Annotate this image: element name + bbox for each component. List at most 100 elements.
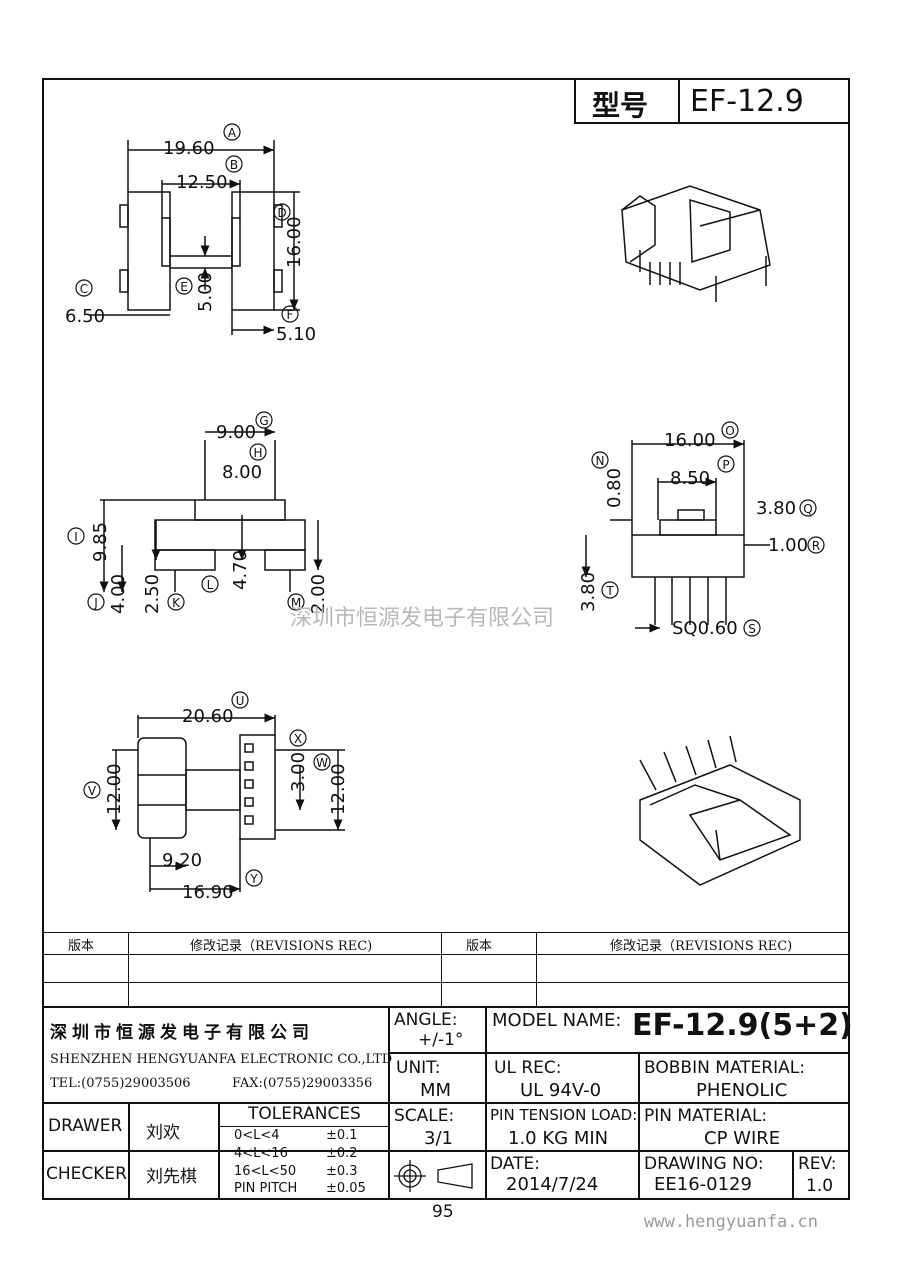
marker-K: K (167, 593, 185, 611)
drawing-frame (42, 78, 850, 1200)
tb-left-v1 (128, 1102, 130, 1200)
svg-text:D: D (277, 206, 286, 220)
rev-label: REV: (798, 1154, 837, 1174)
dim-J: 4.00 (108, 574, 129, 614)
rev-value: 1.0 (806, 1176, 834, 1196)
dim-Q: 3.80 (756, 498, 796, 519)
scale-value: 3/1 (424, 1128, 453, 1149)
checker-value: 刘先棋 (146, 1167, 197, 1187)
watermark: 深圳市恒源发电子有限公司 (290, 606, 555, 631)
svg-text:F: F (287, 308, 294, 322)
ul-label: UL REC: (494, 1058, 562, 1078)
dim-P: 8.50 (670, 468, 710, 489)
drawing-no-value: EE16-0129 (654, 1174, 752, 1195)
angle-label: ANGLE: (394, 1010, 458, 1030)
marker-L: L (201, 575, 219, 593)
svg-text:S: S (748, 622, 756, 636)
svg-text:C: C (80, 282, 88, 296)
svg-text:Y: Y (249, 872, 258, 886)
pin-tension-value: 1.0 KG MIN (508, 1128, 609, 1149)
svg-text:K: K (172, 596, 181, 610)
rev-row-line-1 (42, 954, 850, 955)
dim-K: 2.50 (142, 574, 163, 614)
tolerance-value-3: ±0.3 (326, 1164, 358, 1179)
marker-P: P (717, 455, 735, 473)
marker-Q: Q (799, 499, 817, 517)
svg-text:B: B (230, 158, 238, 172)
marker-N: N (591, 451, 609, 469)
revision-version-header-1: 版本 (68, 939, 95, 954)
tb-h1 (388, 1052, 850, 1054)
dim-Z: 9.20 (162, 850, 202, 871)
bobbin-material-label: BOBBIN MATERIAL: (644, 1058, 805, 1078)
top-view (90, 140, 300, 335)
date-label: DATE: (490, 1154, 540, 1174)
tolerances-title: TOLERANCES (248, 1104, 361, 1124)
technical-drawings: 19.60 12.50 6.50 16.00 5.00 5.10 9.00 8.… (65, 123, 825, 903)
pin-tension-label: PIN TENSION LOAD: (490, 1106, 638, 1124)
svg-text:V: V (88, 784, 97, 798)
revision-record-header-2: 修改记录（REVISIONS REC) (610, 939, 793, 954)
marker-E: E (175, 277, 193, 295)
dim-C: 6.50 (65, 306, 105, 327)
revision-version-header-2: 版本 (466, 939, 493, 954)
dim-G: 9.00 (216, 422, 256, 443)
marker-Y: Y (245, 869, 263, 887)
marker-W: W (313, 753, 331, 771)
model-name-label: MODEL NAME: (492, 1010, 622, 1031)
revisions-table (42, 932, 850, 1006)
rev-col-line-3 (536, 932, 537, 1006)
tolerance-range-3: 16<L<50 (234, 1164, 297, 1179)
company-tel: TEL:(0755)29003506 (50, 1076, 191, 1091)
tb-h3 (42, 1150, 850, 1152)
tb-left-v2 (218, 1102, 220, 1200)
svg-text:I: I (74, 530, 78, 544)
tb-h2 (42, 1102, 850, 1104)
rev-row-line-2 (42, 982, 850, 983)
marker-B: B (225, 155, 243, 173)
tb-tol-line (220, 1126, 388, 1127)
svg-text:E: E (180, 280, 188, 294)
dim-A: 19.60 (163, 138, 215, 159)
marker-C: C (75, 279, 93, 297)
checker-label: CHECKER (46, 1164, 127, 1184)
model-name-value: EF-12.9(5+2) (632, 1008, 853, 1043)
front-view (581, 439, 770, 633)
dim-M: 2.00 (308, 574, 329, 614)
svg-text:G: G (259, 414, 268, 428)
tolerance-range-2: 4<L<16 (234, 1146, 288, 1161)
isometric-view-bottom (639, 735, 801, 886)
svg-text:P: P (722, 458, 729, 472)
dim-E: 5.00 (195, 272, 216, 312)
website-link[interactable]: www.hengyuanfa.cn (644, 1212, 818, 1232)
svg-text:H: H (253, 446, 262, 460)
model-header-value: EF-12.9 (690, 84, 804, 119)
svg-text:X: X (294, 732, 302, 746)
dim-V: 12.00 (104, 763, 125, 815)
svg-text:Q: Q (803, 502, 812, 516)
svg-text:J: J (93, 596, 98, 610)
marker-T: T (601, 581, 619, 599)
rev-col-line-1 (128, 932, 129, 1006)
marker-D: D (273, 203, 291, 221)
model-header-box (574, 78, 850, 124)
marker-R: R (807, 536, 825, 554)
tolerance-value-1: ±0.1 (326, 1128, 358, 1143)
scale-label: SCALE: (394, 1106, 455, 1126)
svg-text:O: O (725, 424, 734, 438)
svg-text:T: T (605, 584, 614, 598)
tolerance-value-4: ±0.05 (326, 1181, 366, 1196)
marker-A: A (223, 123, 241, 141)
rev-col-line-2 (441, 932, 442, 1006)
dim-H: 8.00 (222, 462, 262, 483)
dim-O: 16.00 (664, 430, 716, 451)
svg-text:M: M (291, 596, 301, 610)
tolerance-range-4: PIN PITCH (234, 1181, 298, 1196)
model-header-divider (678, 78, 680, 124)
svg-text:A: A (228, 126, 237, 140)
revision-record-header-1: 修改记录（REVISIONS REC) (190, 939, 373, 954)
svg-text:L: L (207, 578, 214, 592)
model-header-label: 型号 (592, 89, 649, 122)
svg-text:U: U (236, 694, 245, 708)
company-name-cn: 深圳市恒源发电子有限公司 (50, 1023, 314, 1043)
